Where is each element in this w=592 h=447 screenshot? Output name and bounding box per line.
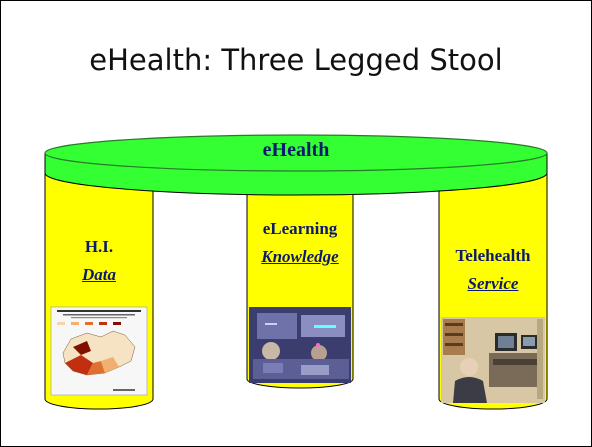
canada-map-chart-image: [50, 306, 148, 396]
classroom-video-image: [249, 307, 351, 383]
seat-top: [44, 134, 548, 172]
leg-middle-title: eLearning: [262, 219, 338, 238]
telehealth-office-photo: [441, 317, 545, 403]
leg-right-subtitle: Service: [467, 274, 519, 293]
leg-middle-label: eLearning Knowledge: [247, 219, 353, 267]
leg-left-label: H.I. Data: [45, 237, 153, 285]
leg-middle-subtitle: Knowledge: [261, 247, 339, 266]
leg-left-subtitle: Data: [82, 265, 116, 284]
slide-title: eHealth: Three Legged Stool: [89, 43, 503, 77]
seat-label: eHealth: [262, 139, 330, 161]
leg-left-title: H.I.: [84, 237, 114, 256]
leg-right-label: Telehealth Service: [439, 246, 547, 294]
leg-right-title: Telehealth: [455, 246, 531, 265]
